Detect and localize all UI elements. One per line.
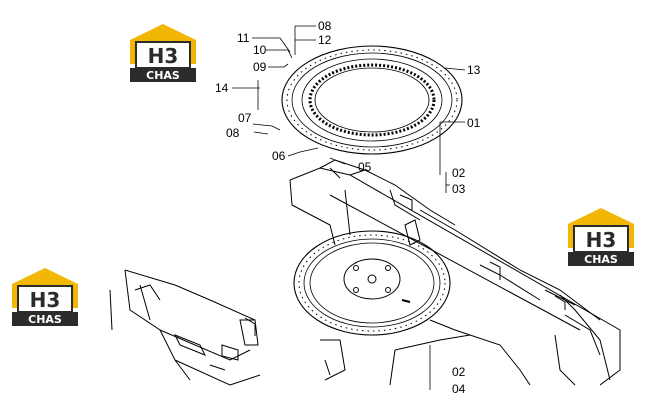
svg-text:CHAS: CHAS	[584, 253, 618, 266]
h3-chas-logo-top-left: H3 CHAS	[130, 24, 196, 82]
callout-04: 04	[452, 382, 466, 396]
callout-09: 09	[253, 60, 267, 74]
svg-text:H3: H3	[586, 228, 617, 252]
callout-13: 13	[467, 63, 481, 77]
svg-text:CHAS: CHAS	[146, 69, 180, 82]
callout-06: 06	[272, 149, 286, 163]
leader-lines	[232, 25, 466, 390]
svg-text:H3: H3	[30, 288, 61, 312]
swing-bearing-ring	[281, 45, 463, 332]
turntable-mount-ring	[293, 230, 451, 336]
h3-chas-logo-bottom-left: H3 CHAS	[12, 268, 78, 326]
callout-05: 05	[358, 160, 372, 174]
callout-08-top: 08	[318, 19, 332, 33]
callout-labels: 08 11 12 10 09 13 14 01 07 08 06 05 02 0…	[215, 19, 481, 396]
base-frame-drawing	[109, 159, 621, 386]
callout-10: 10	[253, 43, 267, 57]
h3-chas-logo-right: H3 CHAS	[568, 208, 634, 266]
callout-11: 11	[237, 31, 250, 45]
callout-08-left: 08	[226, 126, 240, 140]
svg-text:H3: H3	[148, 44, 179, 68]
svg-text:CHAS: CHAS	[28, 313, 62, 326]
callout-07: 07	[238, 111, 252, 125]
callout-14: 14	[215, 81, 229, 95]
callout-01: 01	[467, 116, 481, 130]
callout-12: 12	[318, 33, 332, 47]
callout-02-lower: 02	[452, 365, 466, 379]
callout-03: 03	[452, 182, 466, 196]
callout-02-upper: 02	[452, 166, 466, 180]
